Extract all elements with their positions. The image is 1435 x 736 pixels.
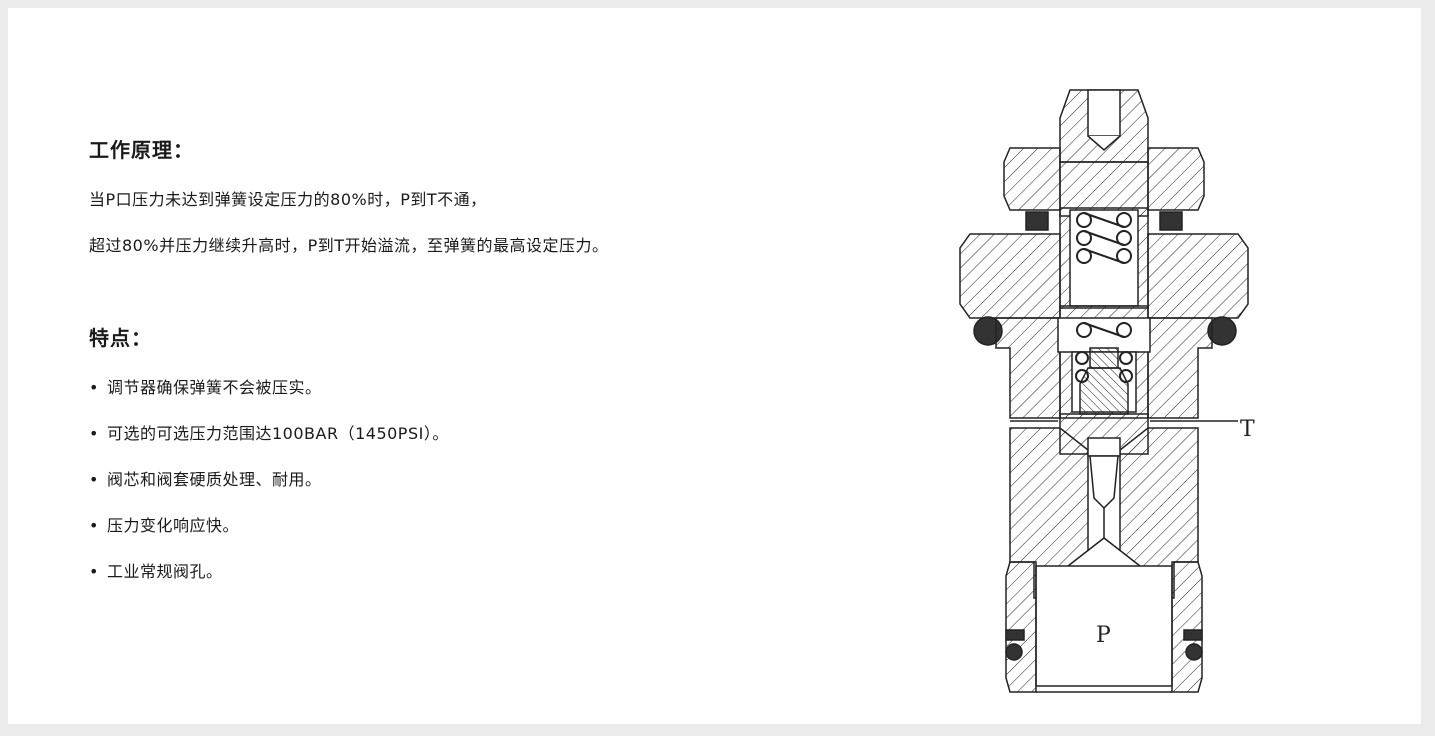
cartridge-mid-left [995, 317, 1061, 419]
feature-text: 可选的可选压力范围达100BAR（1450PSI）。 [107, 424, 449, 443]
feature-item: • 压力变化响应快。 [89, 512, 449, 558]
seal-left [1025, 211, 1049, 231]
p-port-wall-left [1005, 561, 1037, 693]
port-t-label: T [1240, 417, 1255, 442]
spring-guide [1057, 317, 1151, 353]
feature-text: 工业常规阀孔。 [107, 562, 223, 581]
p-port-wall-right [1171, 561, 1203, 693]
features-title: 特点： [89, 326, 152, 350]
features-list: • 调节器确保弹簧不会被压实。 • 可选的可选压力范围达100BAR（1450PSI… [89, 374, 449, 604]
port-p-label: P [1096, 623, 1111, 648]
lower-o-ring-right [1185, 643, 1203, 661]
cartridge-mid-right [1147, 317, 1213, 419]
bullet: • [89, 516, 99, 535]
lower-seal-left [1005, 629, 1025, 641]
feature-text: 阀芯和阀套硬质处理、耐用。 [107, 470, 322, 489]
lower-seal-right [1183, 629, 1203, 641]
content-panel: 工作原理： 当P口压力未达到弹簧设定压力的80%时，P到T不通， 超过80%并压… [8, 8, 1421, 724]
poppet [1079, 367, 1129, 415]
needle-seat [1089, 455, 1119, 510]
feature-item: • 可选的可选压力范围达100BAR（1450PSI）。 [89, 420, 449, 466]
hex-body [959, 233, 1249, 319]
main-spring [1076, 212, 1132, 264]
bullet: • [89, 378, 99, 397]
spring-chamber [1069, 209, 1139, 307]
bullet: • [89, 424, 99, 443]
bullet: • [89, 470, 99, 489]
bullet: • [89, 562, 99, 581]
feature-item: • 阀芯和阀套硬质处理、耐用。 [89, 466, 449, 512]
adjuster-cap [1059, 89, 1149, 163]
principle-line-1: 当P口压力未达到弹簧设定压力的80%时，P到T不通， [89, 190, 487, 209]
seal-right [1159, 211, 1183, 231]
relief-valve-cross-section: T P [959, 89, 1255, 693]
upper-sleeve [1059, 161, 1149, 217]
lower-o-ring-left [1005, 643, 1023, 661]
feature-item: • 调节器确保弹簧不会被压实。 [89, 374, 449, 420]
feature-text: 调节器确保弹簧不会被压实。 [107, 378, 322, 397]
feature-text: 压力变化响应快。 [107, 516, 240, 535]
principle-title: 工作原理： [89, 138, 194, 162]
principle-line-2: 超过80%并压力继续升高时，P到T开始溢流，至弹簧的最高设定压力。 [89, 236, 609, 255]
feature-item: • 工业常规阀孔。 [89, 558, 449, 604]
secondary-spring [1076, 322, 1132, 338]
